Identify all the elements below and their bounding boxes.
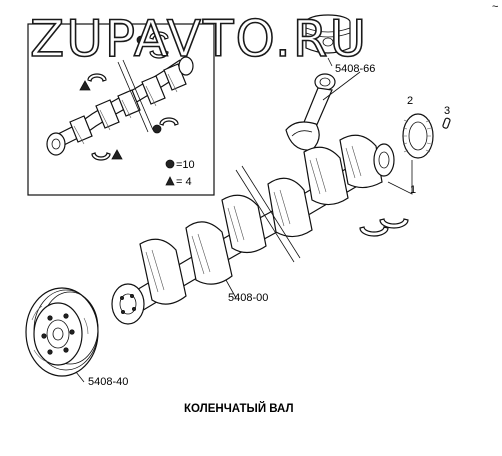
circle-marker-icon bbox=[136, 35, 146, 45]
inset-box: =10 = 4 bbox=[27, 23, 215, 196]
crank-gear bbox=[402, 113, 434, 159]
corner-mark: ~ bbox=[492, 1, 498, 13]
main-crankshaft bbox=[111, 134, 395, 325]
circle-marker-icon bbox=[152, 124, 162, 134]
label-piston-rod: 5408-66 bbox=[335, 63, 375, 75]
inset-crankshaft bbox=[46, 56, 194, 156]
label-gear: 2 bbox=[407, 95, 413, 107]
inset-legend: =10 = 4 bbox=[165, 159, 195, 188]
gear-key bbox=[442, 117, 451, 129]
main-bearing-shells bbox=[359, 218, 409, 237]
triangle-marker-icon bbox=[79, 80, 91, 91]
crank-pulley bbox=[25, 287, 99, 377]
diagram-caption: КОЛЕНЧАТЫЙ ВАЛ bbox=[184, 402, 294, 415]
legend-triangle-icon bbox=[165, 176, 175, 186]
connecting-rod bbox=[285, 71, 361, 151]
piston bbox=[305, 14, 351, 54]
label-pulley: 5408-40 bbox=[88, 376, 128, 388]
legend-circle-count: =10 bbox=[176, 159, 195, 171]
label-crankshaft: 5408-00 bbox=[228, 292, 268, 304]
inset-bearing-shells bbox=[87, 31, 179, 161]
label-assembly: 1 bbox=[410, 184, 416, 196]
legend-circle-icon bbox=[165, 159, 175, 169]
label-key: 3 bbox=[444, 105, 450, 117]
legend-triangle-count: = 4 bbox=[176, 176, 192, 188]
watermark: ZUPAVTO.RU bbox=[30, 10, 368, 68]
triangle-marker-icon bbox=[111, 149, 123, 160]
